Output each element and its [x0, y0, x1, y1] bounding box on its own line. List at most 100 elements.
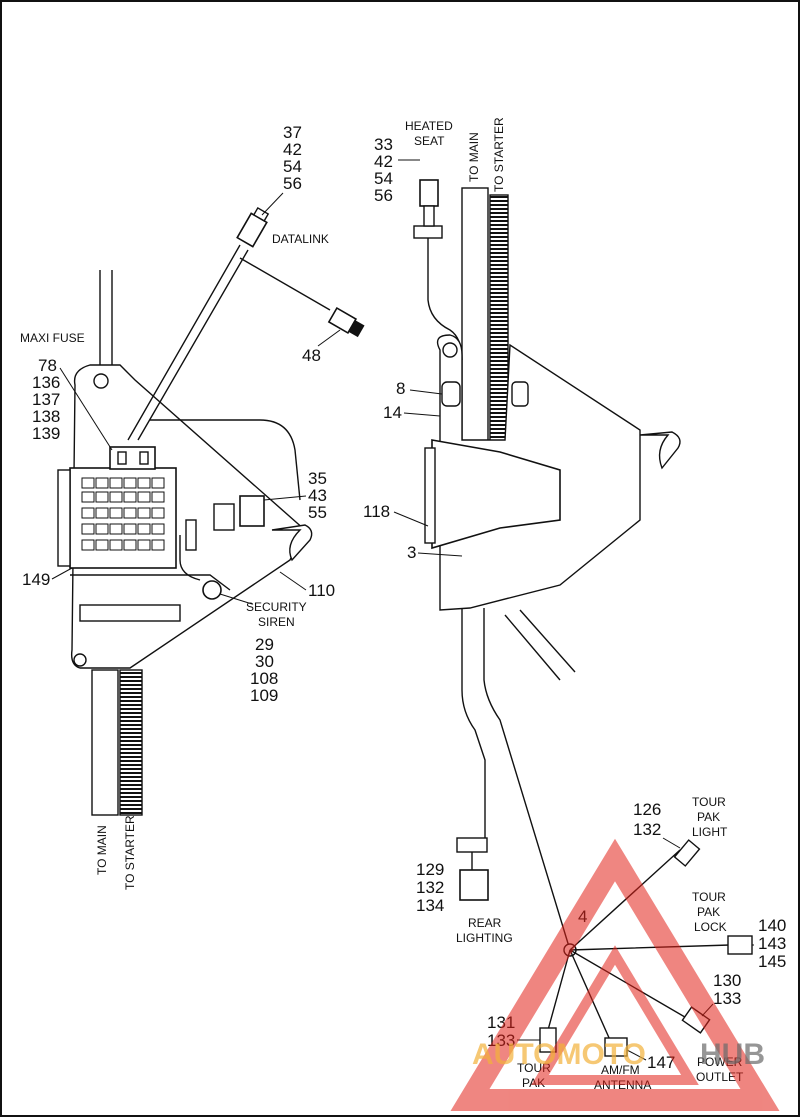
leader-147: [626, 1049, 647, 1061]
mount-hole-bottom: [73, 653, 87, 667]
ref-132a: 132: [416, 878, 444, 897]
rear-lighting-connector: [459, 869, 489, 901]
ref-54: 54: [283, 157, 302, 176]
label-to-main-right: TO MAIN: [467, 132, 481, 182]
leader-fuse-block: [59, 367, 113, 451]
leader-datalink-conn: [261, 192, 284, 216]
ref-37: 37: [283, 123, 302, 142]
relay-block: [239, 495, 265, 527]
label-tour-1: TOUR: [692, 795, 726, 809]
leader-3: [417, 552, 463, 557]
harness-run: [150, 419, 301, 501]
ref-130: 130: [713, 971, 741, 990]
datalink-cable: [127, 244, 249, 441]
ref-29: 29: [255, 635, 274, 654]
datalink-connector: [236, 206, 270, 248]
label-to-main-left: TO MAIN: [95, 825, 109, 875]
ref-140: 140: [758, 916, 786, 935]
left-harness-assembly: [57, 206, 365, 816]
label-lighting: LIGHTING: [456, 931, 513, 945]
leader-tour-pak-light: [662, 837, 681, 849]
leader-relay: [263, 495, 307, 501]
ref-30: 30: [255, 652, 274, 671]
ref-48: 48: [302, 346, 321, 365]
cover-edge: [424, 447, 436, 544]
ref-149: 149: [22, 570, 50, 589]
maxi-fuse-pin-a: [117, 451, 127, 465]
leader-110: [279, 571, 307, 591]
ref-35: 35: [308, 469, 327, 488]
label-light: LIGHT: [692, 825, 728, 839]
label-to-starter-left: TO STARTER: [123, 815, 137, 890]
watermark-text-a: AUTOMOTO: [472, 1038, 646, 1071]
tour-pak-cable: [483, 608, 571, 951]
label-datalink: DATALINK: [272, 232, 329, 246]
ref-132b: 132: [633, 820, 661, 839]
leader-149: [51, 567, 73, 580]
tour-pak-lock-connector: [727, 935, 753, 955]
mount-hole-top: [93, 373, 109, 389]
right-hook: [639, 431, 681, 470]
heated-seat-grommet: [413, 225, 443, 239]
heated-seat-connector-neck: [423, 205, 435, 227]
clip-8b: [511, 381, 529, 407]
heated-seat-connector: [419, 179, 439, 207]
leader-48: [317, 329, 341, 347]
label-tour-2: TOUR: [692, 890, 726, 904]
ref-133a: 133: [713, 989, 741, 1008]
watermark-logo: [450, 838, 780, 1111]
ref-55: 55: [308, 503, 327, 522]
label-to-starter-right: TO STARTER: [492, 117, 506, 192]
to-main-conduit-right: [461, 187, 489, 449]
label-lock: LOCK: [694, 920, 727, 934]
antenna-connector: [604, 1037, 628, 1057]
lower-wire: [70, 574, 231, 591]
clip-vertical: [185, 519, 197, 551]
rear-lighting-cable: [461, 608, 486, 840]
leader-8: [409, 389, 443, 395]
clip-8: [441, 381, 461, 407]
fuse-box-side: [57, 469, 71, 567]
maxi-fuse-pin-b: [139, 451, 149, 465]
ref-139: 139: [32, 424, 60, 443]
ref-147: 147: [647, 1053, 675, 1072]
ref-108: 108: [250, 669, 278, 688]
label-heated: HEATED: [405, 119, 453, 133]
label-amfm: AM/FM: [601, 1063, 640, 1077]
label-maxi-fuse: MAXI FUSE: [20, 331, 85, 345]
ref-109: 109: [250, 686, 278, 705]
to-starter-conduit-right: [489, 194, 509, 446]
watermark-text-b: HUB: [700, 1038, 765, 1071]
relay-block-b: [213, 503, 235, 531]
ref-33: 33: [374, 135, 393, 154]
ref-42: 42: [283, 140, 302, 159]
ref-138: 138: [32, 407, 60, 426]
right-harness-assembly: [413, 179, 753, 1057]
ref-42r: 42: [374, 152, 393, 171]
ref-134: 134: [416, 896, 444, 915]
label-security: SECURITY: [246, 600, 307, 614]
label-pak-1: PAK: [697, 810, 720, 824]
lower-bracket: [79, 604, 181, 622]
ref-14: 14: [383, 403, 402, 422]
ref-137: 137: [32, 390, 60, 409]
left-labels: 37 42 54 56 DATALINK 48 MAXI FUSE 78 136…: [20, 123, 341, 890]
label-siren: SIREN: [258, 615, 295, 629]
fuse-grid: [81, 477, 165, 551]
ref-143: 143: [758, 934, 786, 953]
siren-connector: [202, 580, 222, 600]
ref-126: 126: [633, 800, 661, 819]
watermark-triangle: [450, 838, 780, 1111]
watermark-inner-triangle: [531, 945, 699, 1085]
ref-110: 110: [308, 581, 335, 600]
ref-8: 8: [396, 379, 405, 398]
rear-lighting-grommet: [456, 837, 488, 853]
leader-siren: [219, 593, 253, 605]
leader-14: [403, 412, 441, 417]
ref-129: 129: [416, 860, 444, 879]
ref-145: 145: [758, 952, 786, 971]
relay-wire: [179, 535, 201, 581]
label-pak-2: PAK: [697, 905, 720, 919]
tour-pak-light-connector: [673, 839, 701, 867]
